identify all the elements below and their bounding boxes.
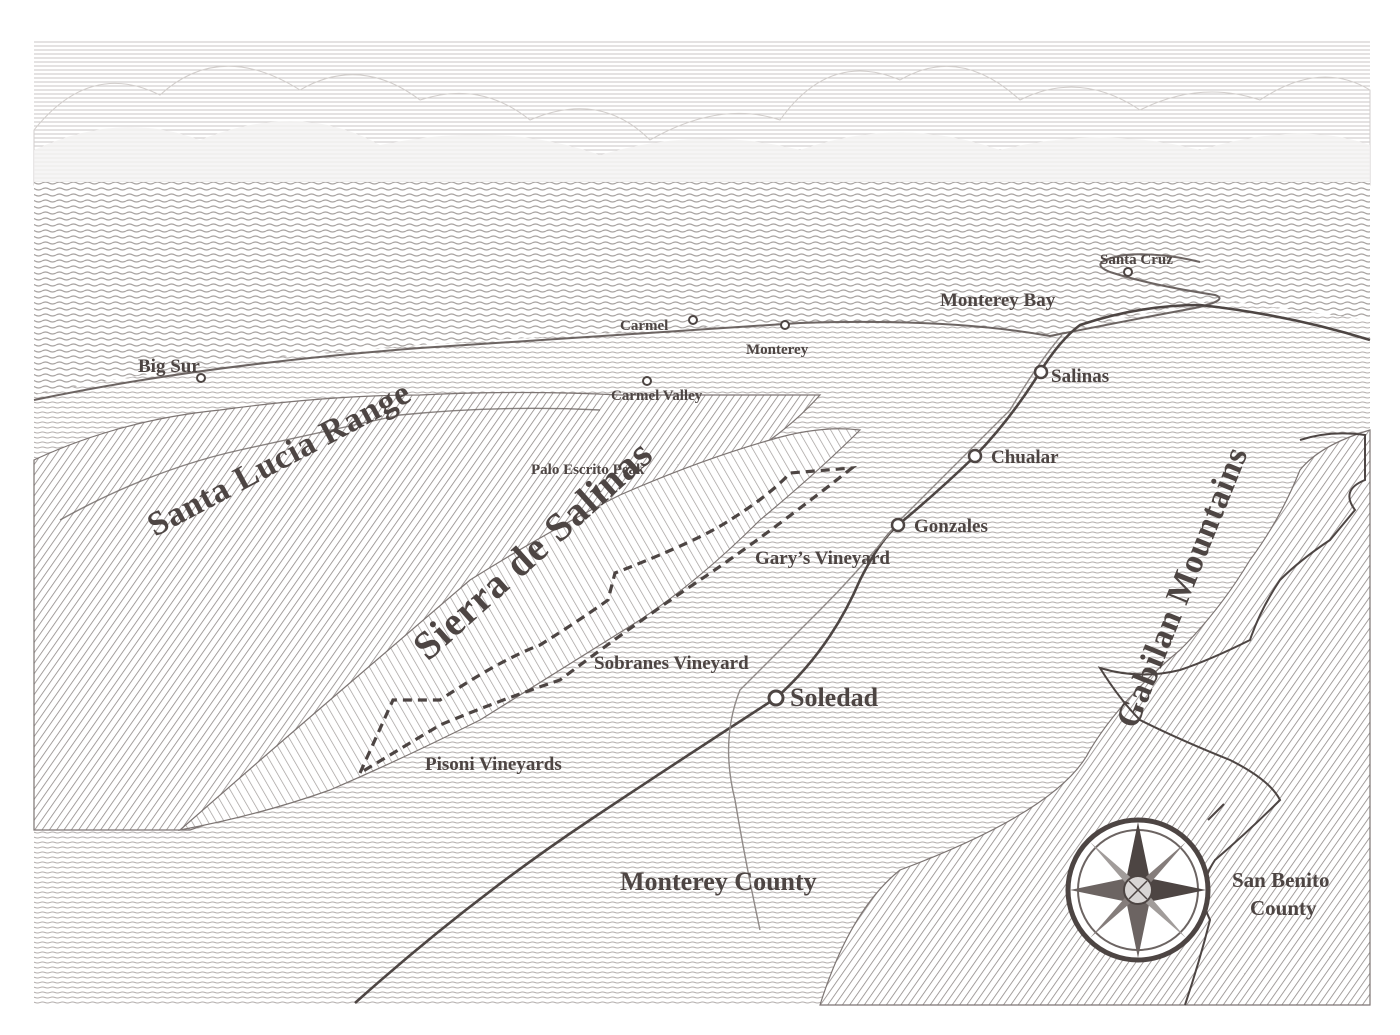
place-label: Santa Cruz <box>1100 252 1173 268</box>
vineyard-label: Pisoni Vineyards <box>425 754 562 775</box>
place-label: Gonzales <box>914 516 988 537</box>
place-label: Soledad <box>790 683 879 712</box>
vineyard-boundary <box>356 465 858 778</box>
place-label: Monterey <box>746 342 809 358</box>
place-label: Big Sur <box>138 356 200 377</box>
sky-clouds <box>33 40 1371 186</box>
place-label: Chualar <box>991 447 1059 468</box>
marker-salinas <box>1033 364 1049 380</box>
marker-carmel-valley <box>642 376 652 386</box>
county-label-monterey: Monterey County <box>620 867 817 896</box>
vineyard-label: Gary’s Vineyard <box>755 548 890 569</box>
santa-lucia-ridge <box>59 407 601 521</box>
vineyard-label: Sobranes Vineyard <box>594 653 749 674</box>
sierra-de-salinas <box>177 428 862 831</box>
marker-big-sur <box>196 373 206 383</box>
place-label: Carmel <box>620 318 668 334</box>
town-markers <box>196 267 1133 707</box>
marker-monterey <box>780 320 790 330</box>
marker-gonzales <box>890 517 906 533</box>
feature-label-palo-escrito: Palo Escrito Peak <box>531 462 645 478</box>
marker-santa-cruz <box>1123 267 1133 277</box>
river <box>727 334 1063 931</box>
marker-chualar <box>967 448 983 464</box>
county-label-san-benito: County <box>1250 896 1317 920</box>
place-label: Carmel Valley <box>611 388 703 404</box>
gabilan-mountains <box>819 429 1371 1006</box>
county-boundary <box>1097 432 1366 1006</box>
county-label-san-benito: San Benito <box>1232 868 1329 892</box>
marker-soledad <box>767 689 785 707</box>
place-label: Salinas <box>1051 366 1109 387</box>
place-label: Monterey Bay <box>940 290 1056 311</box>
compass-rose-icon <box>1065 803 1225 963</box>
marker-carmel <box>688 315 698 325</box>
peak-marker-icon <box>591 484 601 492</box>
coastline <box>33 253 1221 401</box>
